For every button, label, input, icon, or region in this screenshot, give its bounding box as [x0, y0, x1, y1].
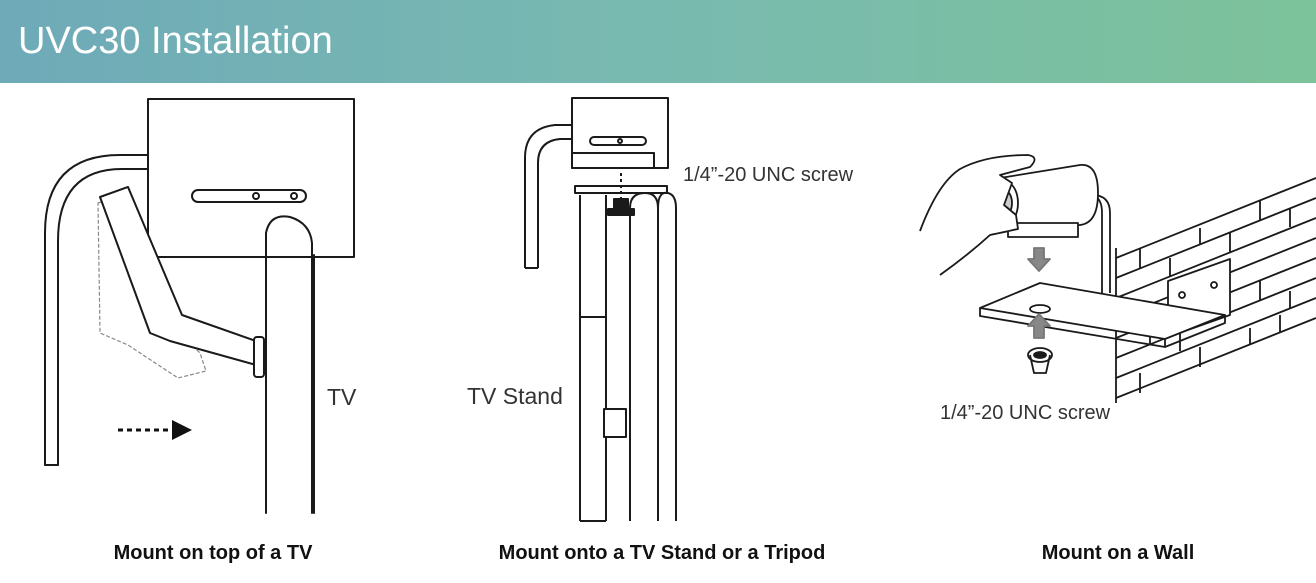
page-title: UVC30 Installation	[18, 20, 333, 62]
diagram-illustrations	[44, 97, 1316, 522]
wall-mount-illustration	[919, 154, 1316, 403]
stand-screw-label: 1/4”-20 UNC screw	[683, 164, 854, 186]
stand-mount-illustration	[524, 97, 677, 522]
header-banner: UVC30 Installation	[0, 0, 1316, 83]
caption-stand-mount: Mount onto a TV Stand or a Tripod	[498, 542, 826, 564]
dashed-arrow	[118, 420, 192, 440]
wall-screw-label: 1/4”-20 UNC screw	[940, 402, 1111, 424]
caption-wall-mount: Mount on a Wall	[1041, 542, 1195, 564]
tv-mount-illustration	[44, 98, 355, 514]
tv-label: TV	[327, 384, 357, 410]
tv-stand-label: TV Stand	[467, 383, 563, 409]
caption-tv-mount: Mount on top of a TV	[113, 542, 313, 564]
